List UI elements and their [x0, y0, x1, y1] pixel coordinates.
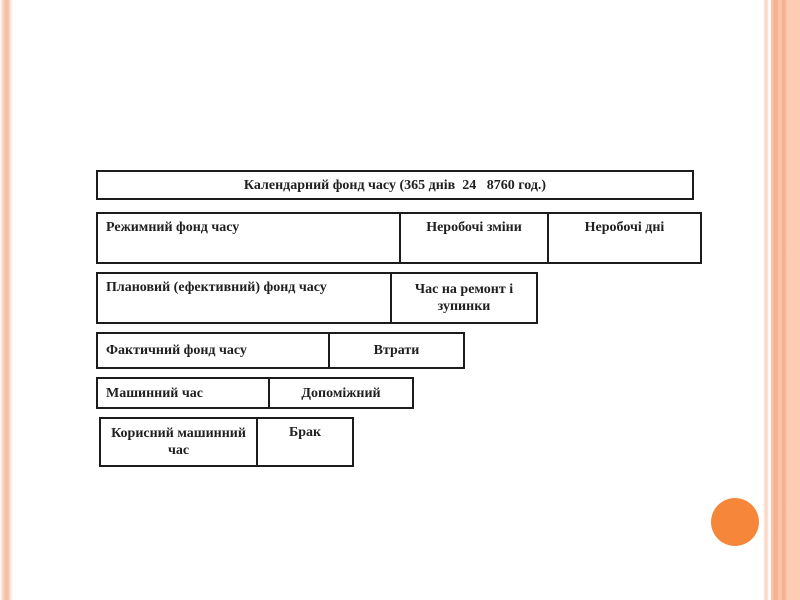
box-auxiliary-time: Допоміжний	[268, 377, 414, 409]
box-label: Машинний час	[106, 385, 203, 401]
box-label: Корисний машинний час	[111, 426, 246, 458]
box-repair-time: Час на ремонт і зупинки	[390, 272, 538, 324]
box-label: Календарний фонд часу (365 днів 24 8760 …	[243, 177, 547, 193]
box-defects: Брак	[256, 417, 354, 467]
box-nonworking-shifts: Неробочі зміни	[399, 212, 549, 264]
diagram-row-4: Фактичний фонд часу Втрати	[96, 332, 465, 369]
box-label: Брак	[288, 425, 322, 440]
accent-circle	[711, 498, 759, 546]
diagram-row-5: Машинний час Допоміжний	[96, 377, 414, 409]
box-machine-time: Машинний час	[96, 377, 270, 409]
box-label: Режимний фонд часу	[106, 220, 240, 235]
box-actual-fund: Фактичний фонд часу	[96, 332, 330, 369]
box-label: Неробочі дні	[584, 220, 665, 235]
box-label: Плановий (ефективний) фонд часу	[106, 280, 327, 295]
right-border-band	[771, 0, 800, 600]
diagram-row-1: Календарний фонд часу (365 днів 24 8760 …	[96, 170, 694, 200]
box-regime-fund: Режимний фонд часу	[96, 212, 401, 264]
box-label: Фактичний фонд часу	[106, 343, 247, 358]
diagram-row-3: Плановий (ефективний) фонд часу Час на р…	[96, 272, 538, 324]
diagram-row-2: Режимний фонд часу Неробочі зміни Неробо…	[96, 212, 702, 264]
box-label: Втрати	[373, 343, 420, 358]
box-useful-machine-time: Корисний машинний час	[99, 417, 258, 467]
box-calendar-fund: Календарний фонд часу (365 днів 24 8760 …	[96, 170, 694, 200]
box-losses: Втрати	[328, 332, 465, 369]
box-label: Допоміжний	[301, 385, 381, 401]
left-border-stripe	[0, 0, 13, 600]
box-planned-fund: Плановий (ефективний) фонд часу	[96, 272, 392, 324]
box-label: Неробочі зміни	[426, 220, 522, 235]
box-nonworking-days: Неробочі дні	[547, 212, 702, 264]
right-thin-stripe	[763, 0, 769, 600]
box-label: Час на ремонт і зупинки	[414, 282, 514, 314]
diagram-row-6: Корисний машинний час Брак	[99, 417, 354, 467]
